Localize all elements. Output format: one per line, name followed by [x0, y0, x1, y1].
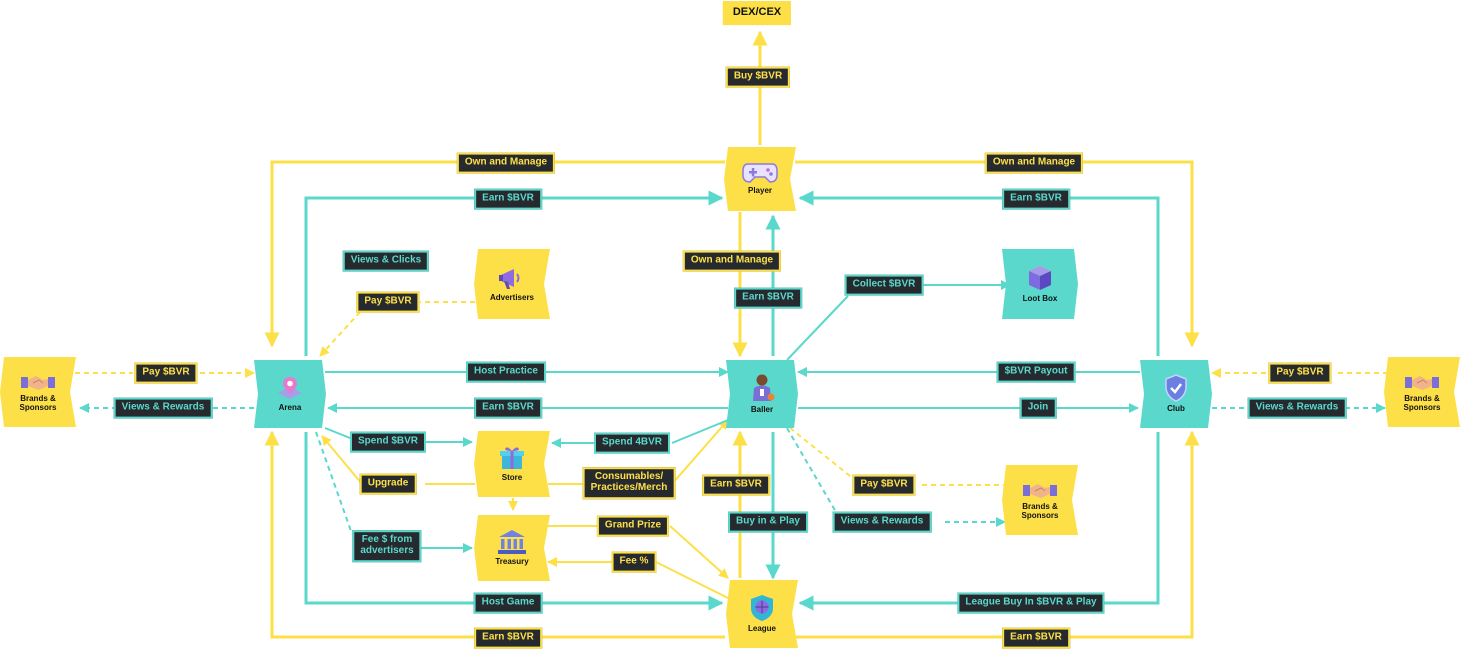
loot-box-node[interactable]: Loot Box [1002, 249, 1078, 319]
flow-upgrade[interactable]: Upgrade [359, 473, 417, 495]
player-node[interactable]: Player [724, 147, 796, 211]
loot-box-label: Loot Box [1022, 294, 1058, 304]
store-label: Store [501, 473, 523, 483]
baller-node[interactable]: Baller [726, 360, 798, 428]
handshake-icon [1405, 376, 1439, 391]
gamepad-icon [742, 163, 778, 184]
dex-cex-box[interactable]: DEX/CEX [722, 1, 792, 25]
league-node[interactable]: League [726, 580, 798, 648]
brands-right-tile [1384, 357, 1460, 427]
flow-spend-bvr[interactable]: Spend $BVR [349, 431, 427, 453]
flow-pay-bvr-advertisers[interactable]: Pay $BVR [356, 291, 420, 313]
handshake-icon [1023, 484, 1057, 499]
flow-pay-bvr-right[interactable]: Pay $BVR [1268, 362, 1332, 384]
flow-views-rewards-mid[interactable]: Views & Rewards [832, 511, 932, 533]
arena-label: Arena [278, 403, 302, 413]
brands-sponsors-right-node[interactable]: Brands & Sponsors [1384, 357, 1460, 427]
flow-earn-bvr-center[interactable]: Earn $BVR [734, 287, 802, 309]
flow-join[interactable]: Join [1019, 397, 1057, 419]
league-label: League [747, 624, 776, 634]
flow-buy-in-play[interactable]: Buy in & Play [728, 511, 808, 533]
flow-grand-prize[interactable]: Grand Prize [596, 515, 670, 537]
flow-consumables-practices-merch[interactable]: Consumables/ Practices/Merch [582, 467, 676, 499]
flow-views-clicks[interactable]: Views & Clicks [342, 250, 430, 272]
flow-earn-bvr-bottom-left[interactable]: Earn $BVR [474, 627, 542, 649]
brands-right-label: Brands & Sponsors [1403, 394, 1441, 412]
flow-fee-from-advertisers[interactable]: Fee $ from advertisers [352, 530, 422, 562]
treasury-tile [474, 515, 550, 581]
flow-pay-bvr-left[interactable]: Pay $BVR [134, 362, 198, 384]
baller-label: Baller [750, 405, 774, 415]
flow-views-rewards-right[interactable]: Views & Rewards [1247, 397, 1347, 419]
flow-buy-bvr[interactable]: Buy $BVR [725, 66, 791, 88]
map-pin-icon [278, 377, 302, 400]
flow-own-manage-right[interactable]: Own and Manage [984, 152, 1084, 174]
brands-mid-label: Brands & Sponsors [1021, 502, 1059, 520]
advertisers-label: Advertisers [489, 293, 535, 303]
megaphone-icon [499, 269, 520, 290]
brands-mid-tile [1002, 465, 1078, 535]
advertisers-node[interactable]: Advertisers [474, 249, 550, 319]
club-node[interactable]: Club [1140, 360, 1212, 428]
flow-bvr-payout[interactable]: $BVR Payout [996, 361, 1076, 383]
brands-left-label: Brands & Sponsors [19, 394, 57, 412]
shield-check-icon [1165, 374, 1187, 403]
treasury-label: Treasury [495, 557, 529, 567]
treasury-node[interactable]: Treasury [474, 515, 550, 581]
flow-earn-bvr-arena[interactable]: Earn $BVR [474, 397, 542, 419]
flow-fee-percent[interactable]: Fee % [611, 551, 657, 573]
cube-icon [1029, 266, 1051, 291]
arena-node[interactable]: Arena [254, 360, 326, 428]
flow-own-manage-center[interactable]: Own and Manage [682, 250, 782, 272]
player-tile [724, 147, 796, 211]
basketball-player-icon [753, 374, 775, 402]
flow-host-game[interactable]: Host Game [473, 592, 543, 614]
flow-earn-bvr-bottom-right[interactable]: Earn $BVR [1002, 627, 1070, 649]
bank-icon [498, 530, 526, 555]
handshake-icon [21, 376, 55, 391]
flow-earn-bvr-player-right[interactable]: Earn $BVR [1002, 188, 1070, 210]
flow-collect-bvr[interactable]: Collect $BVR [844, 274, 924, 296]
flow-earn-bvr-league[interactable]: Earn $BVR [702, 474, 770, 496]
club-label: Club [1167, 404, 1185, 414]
brands-sponsors-mid-node[interactable]: Brands & Sponsors [1002, 465, 1078, 535]
flow-host-practice[interactable]: Host Practice [466, 361, 546, 383]
basketball-icon [751, 595, 773, 622]
store-node[interactable]: Store [474, 431, 550, 497]
flow-earn-bvr-player-left[interactable]: Earn $BVR [474, 188, 542, 210]
player-label: Player [747, 186, 773, 196]
flow-pay-bvr-mid[interactable]: Pay $BVR [852, 474, 916, 496]
gift-box-icon [500, 447, 524, 470]
flow-views-rewards-left[interactable]: Views & Rewards [113, 397, 213, 419]
brands-sponsors-left-node[interactable]: Brands & Sponsors [0, 357, 76, 427]
flow-league-buy-in[interactable]: League Buy In $BVR & Play [957, 592, 1105, 614]
flow-spend-4bvr[interactable]: Spend 4BVR [593, 432, 671, 454]
brands-left-tile [0, 357, 76, 427]
flow-own-manage-left[interactable]: Own and Manage [456, 152, 556, 174]
